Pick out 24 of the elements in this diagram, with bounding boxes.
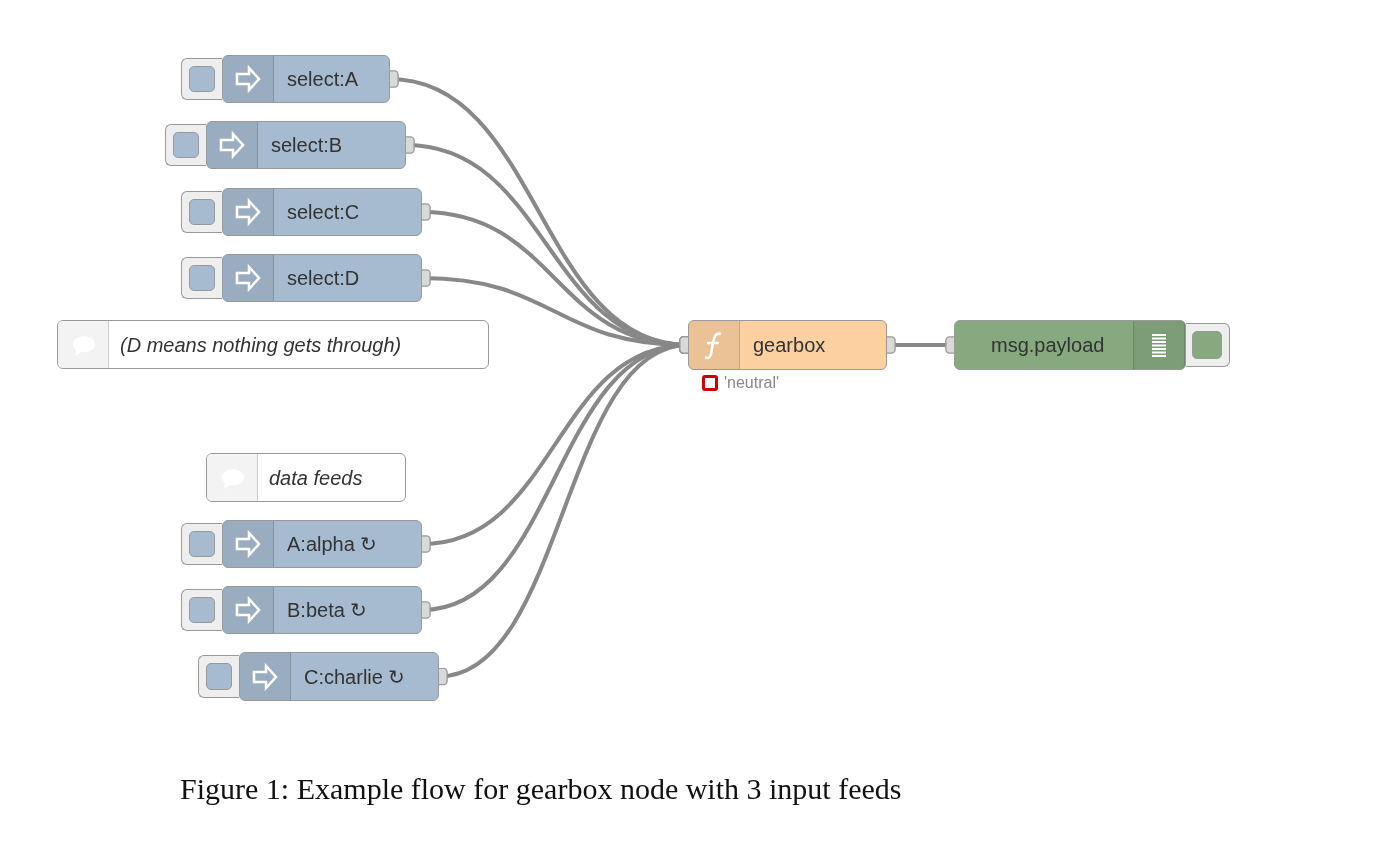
node-label: A:alpha ↻ [287,532,378,556]
inject-node [239,652,439,701]
node-label: msg.payload [991,333,1105,357]
comment-text: data feeds [269,466,363,489]
node-label: select:C [287,200,360,224]
node-label: gearbox [753,333,826,357]
inject-node [222,520,422,568]
node-label: select:B [271,133,343,157]
function-node [688,320,887,370]
inject-node [222,188,422,236]
node-label: select:D [287,266,360,290]
inject-node [206,121,406,169]
comment-text: (D means nothing gets through) [120,333,402,356]
figure-caption: Figure 1: Example flow for gearbox node with 3 input feeds [180,772,902,806]
node-label: select:A [287,67,359,91]
debug-node [954,320,1186,370]
inject-node [222,55,390,103]
node-label: C:charlie ↻ [304,664,406,689]
comment-node [57,320,489,369]
inject-node [222,254,422,302]
status-text: 'neutral' [724,374,780,391]
comment-node [206,453,406,502]
inject-node [222,586,422,634]
node-label: B:beta ↻ [287,598,368,622]
